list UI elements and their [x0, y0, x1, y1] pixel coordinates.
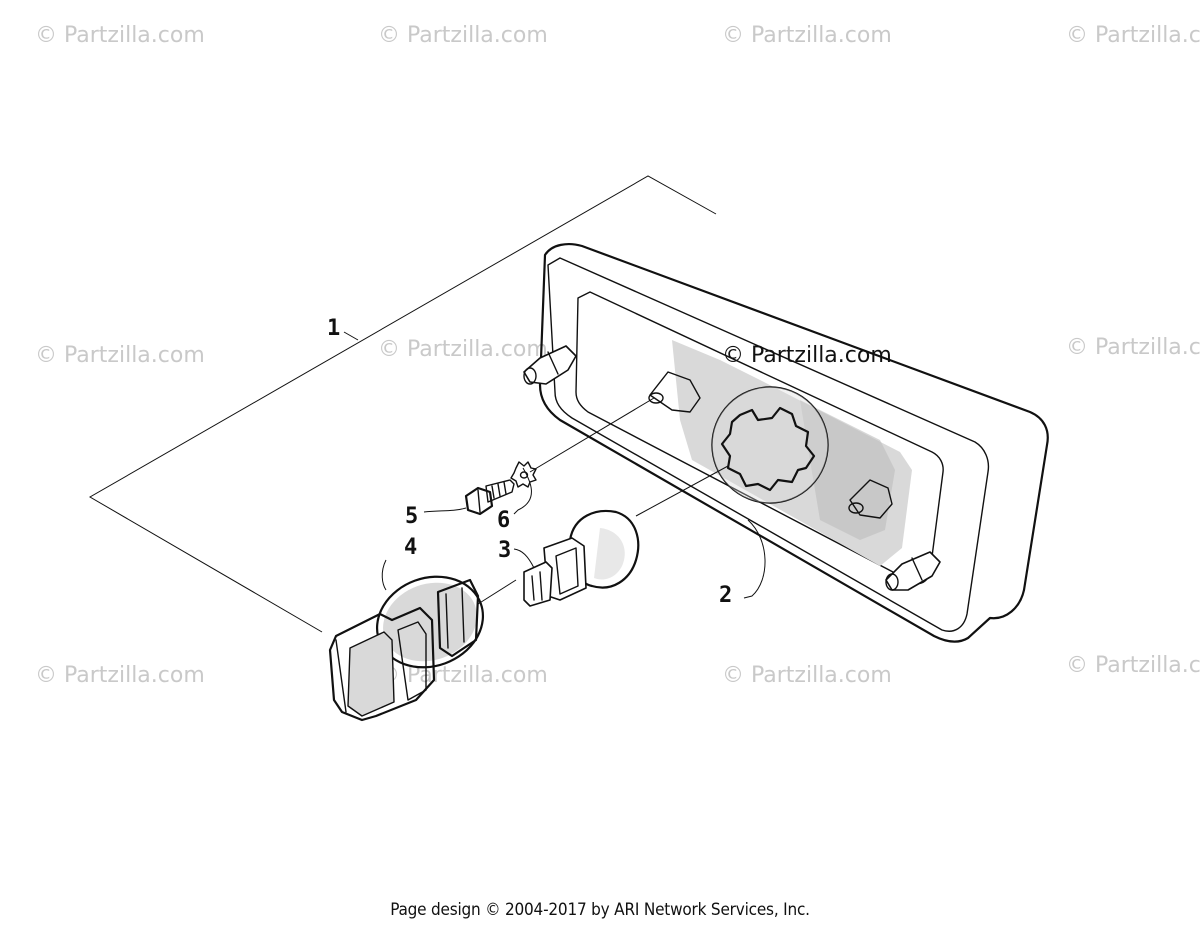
- callout-5: 5: [405, 504, 418, 529]
- callout-2: 2: [719, 583, 732, 608]
- footer-copyright: Page design © 2004-2017 by ARI Network S…: [390, 900, 810, 920]
- watermark: © Partzilla.com: [722, 663, 892, 688]
- watermark: © Partzilla.com: [35, 23, 205, 48]
- callout-4: 4: [404, 535, 417, 560]
- watermark: © Partzilla.com: [35, 663, 205, 688]
- watermark: © Partzilla.com: [1066, 23, 1200, 48]
- watermark: © Partzilla.com: [722, 23, 892, 48]
- bulb: [523, 510, 640, 607]
- callout-1: 1: [327, 316, 340, 341]
- watermark-main: © Partzilla.com: [722, 343, 892, 368]
- callout-6: 6: [497, 508, 510, 533]
- star-washer: [510, 461, 537, 488]
- watermark: © Partzilla.com: [378, 337, 548, 362]
- watermark: © Partzilla.com: [1066, 653, 1200, 678]
- watermark: © Partzilla.com: [378, 23, 548, 48]
- socket: [328, 575, 485, 722]
- watermark: © Partzilla.com: [1066, 335, 1200, 360]
- screw: [464, 479, 515, 516]
- callout-3: 3: [498, 538, 511, 563]
- assembly-bracket: [89, 175, 717, 633]
- watermark-layer: © Partzilla.com © Partzilla.com © Partzi…: [35, 23, 1200, 688]
- callout-labels: 1 2 3 4 5 6: [327, 316, 732, 608]
- tail-light-housing: [523, 243, 1049, 643]
- watermark: © Partzilla.com: [35, 343, 205, 368]
